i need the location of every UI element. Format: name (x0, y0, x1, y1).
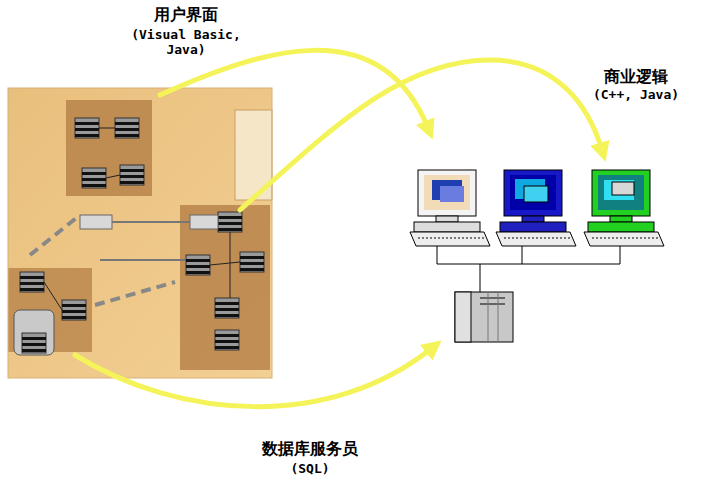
section-title: 数据库服务员 (240, 440, 380, 458)
computer (584, 170, 664, 246)
computer (496, 170, 576, 246)
network-wire (437, 246, 620, 292)
technology-note: (Visual Basic, Java) (121, 28, 251, 58)
section-title: 用户界面 (126, 6, 246, 24)
uml-screenshot (8, 88, 272, 378)
technology-note: (C++, Java) (586, 88, 686, 103)
yellow-arrow (75, 50, 602, 406)
technology-note: (SQL) (270, 462, 350, 477)
computer (410, 170, 490, 246)
section-title: 商业逻辑 (586, 68, 686, 86)
server (455, 292, 513, 342)
